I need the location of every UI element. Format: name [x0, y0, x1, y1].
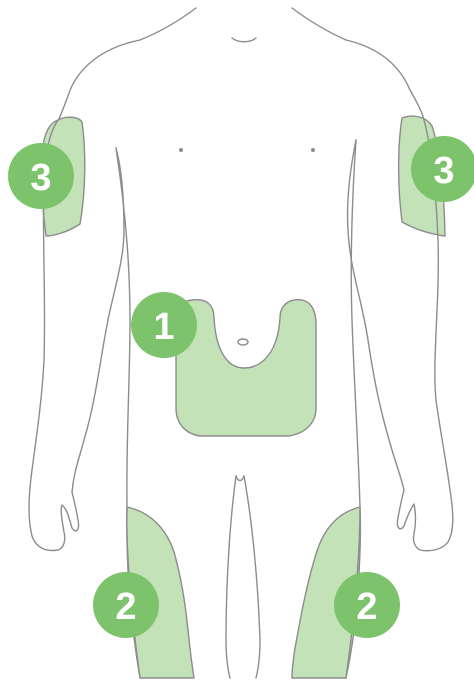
marker-right-thigh-label: 2	[356, 586, 377, 628]
right-nipple	[311, 148, 315, 152]
marker-right-thigh: 2	[334, 572, 400, 638]
navel	[238, 339, 248, 345]
left-leg-inner	[226, 476, 236, 678]
zone-abdomen	[176, 300, 316, 436]
crotch	[236, 476, 244, 481]
left-nipple	[179, 148, 183, 152]
marker-left-thigh: 2	[93, 572, 159, 638]
marker-left-thigh-label: 2	[115, 586, 136, 628]
marker-abdomen: 1	[131, 292, 197, 358]
marker-left-arm-label: 3	[30, 157, 51, 199]
neck-left	[140, 8, 196, 40]
marker-right-arm: 3	[411, 136, 474, 202]
right-torso	[351, 140, 360, 507]
right-leg-inner	[244, 476, 260, 678]
left-outer-arm	[29, 40, 140, 550]
marker-abdomen-label: 1	[153, 306, 174, 348]
right-inner-arm	[347, 140, 404, 490]
collarbone-notch	[232, 38, 256, 42]
neck-right	[292, 8, 346, 40]
marker-right-arm-label: 3	[433, 150, 454, 192]
left-torso	[116, 148, 130, 507]
body-outline	[29, 8, 453, 678]
marker-left-arm: 3	[8, 143, 74, 209]
